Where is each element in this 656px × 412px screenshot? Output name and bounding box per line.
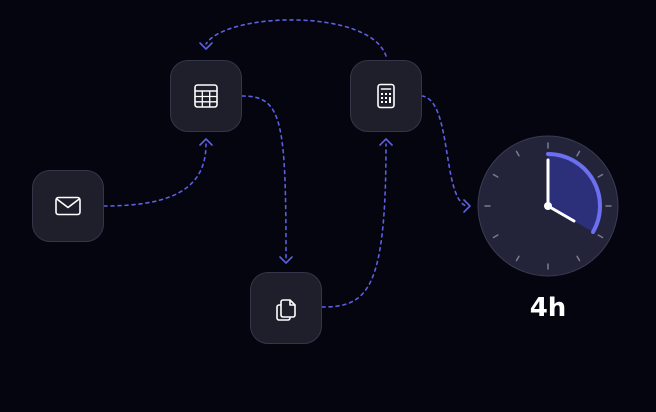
envelope-icon <box>55 196 81 216</box>
connector-table-to-documents <box>241 95 293 264</box>
clock-tick <box>492 234 499 239</box>
table-node[interactable] <box>170 60 242 132</box>
connector-documents-to-calculator <box>321 138 393 308</box>
clock-tick <box>515 150 520 157</box>
calculator-node[interactable] <box>350 60 422 132</box>
clock-tick <box>492 173 499 178</box>
hour-hand <box>546 204 576 223</box>
clock-tick <box>576 150 581 157</box>
table-grid-icon <box>194 84 218 108</box>
clock-ticks <box>484 142 612 270</box>
clock-tick <box>515 255 520 262</box>
connector-calculator-to-table <box>199 19 387 57</box>
clock-center <box>544 202 552 210</box>
clock-tick <box>597 173 604 178</box>
calculator-icon <box>377 83 395 109</box>
elapsed-time-label: 4h <box>529 293 567 323</box>
elapsed-time-arc-edge <box>546 152 602 234</box>
clock-tick <box>597 234 604 239</box>
clock-tick <box>576 255 581 262</box>
connector-calculator-to-clock <box>421 95 471 213</box>
copy-documents-icon <box>276 299 296 321</box>
documents-node[interactable] <box>250 272 322 344</box>
connector-mail-to-table <box>103 138 213 207</box>
mail-node[interactable] <box>32 170 104 242</box>
